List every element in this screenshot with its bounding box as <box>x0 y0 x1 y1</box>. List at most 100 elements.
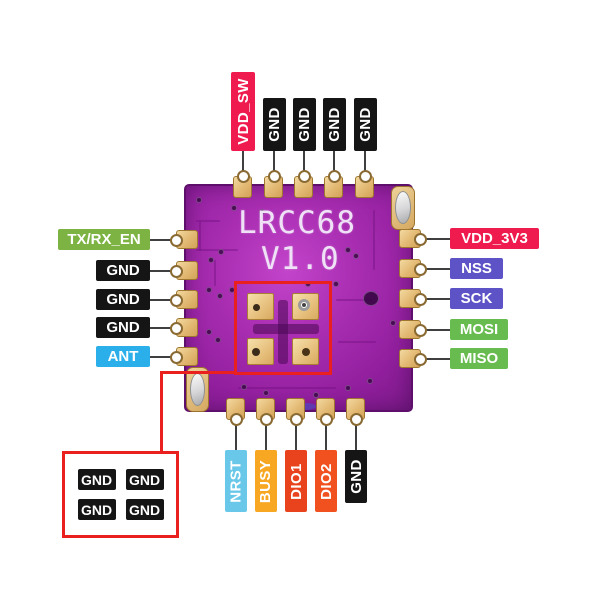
castellation-pad <box>226 398 245 426</box>
ground-pads-box: GND GND GND GND <box>62 451 179 538</box>
pin-wire <box>303 151 305 181</box>
pin-label-nss: NSS <box>450 258 503 279</box>
module-silkscreen-version: V1.0 <box>261 241 340 277</box>
via-dot <box>390 320 396 326</box>
castellation-pad <box>399 320 427 339</box>
pin-wire <box>273 151 275 181</box>
castellation-pad <box>294 170 313 198</box>
center-trace-cross <box>253 324 319 334</box>
castellation-pad <box>324 170 343 198</box>
pin-label-gnd: GND <box>345 450 367 503</box>
castellation-pad <box>170 318 198 337</box>
pad-hole <box>253 304 260 311</box>
pin-label-text: VDD_3V3 <box>461 230 528 247</box>
castellation-hole <box>298 170 311 183</box>
pin-wire <box>325 416 327 450</box>
pin-label-text: GND <box>106 319 140 336</box>
via-dot <box>345 247 351 253</box>
pin-label-sck: SCK <box>450 288 503 309</box>
castellation-hole <box>414 353 427 366</box>
pin-label-text: DIO2 <box>317 462 335 500</box>
pin-label-gnd: GND <box>262 98 286 151</box>
pin-label-mosi: MOSI <box>450 319 508 340</box>
pad-hole <box>252 348 260 356</box>
pin-label-text: VDD_SW <box>234 78 252 145</box>
castellation-hole <box>414 233 427 246</box>
pin-label-text: GND <box>356 107 374 142</box>
highlight-connector-line <box>160 371 237 374</box>
castellation-hole <box>237 170 250 183</box>
castellation-pad <box>170 230 198 249</box>
via-dot <box>333 281 339 287</box>
pin-wire <box>150 327 182 329</box>
castellation-pad <box>316 398 335 426</box>
trace-line <box>196 249 238 251</box>
via-dot <box>215 337 221 343</box>
pin-label-gnd: GND <box>353 98 377 151</box>
pad-hole <box>302 348 310 356</box>
solder-blob <box>395 191 411 224</box>
castellation-hole <box>414 293 427 306</box>
trace-line <box>373 210 375 270</box>
pin-wire <box>333 151 335 181</box>
solder-smudge <box>296 403 316 410</box>
trace-line <box>196 220 220 222</box>
castellation-hole <box>170 265 183 278</box>
trace-line <box>336 299 372 301</box>
pin-label-text: GND <box>106 291 140 308</box>
center-pad <box>247 338 274 365</box>
trace-line <box>338 341 376 343</box>
pin-label-gnd: GND <box>96 289 150 310</box>
pin-wire <box>265 416 267 450</box>
pin-label-text: ANT <box>107 348 139 365</box>
pin-label-text: NSS <box>461 260 492 277</box>
castellation-pad <box>399 229 427 248</box>
castellation-hole <box>350 413 363 426</box>
castellation-pad <box>170 261 198 280</box>
via-dot <box>259 209 265 215</box>
castellation-pad <box>286 398 305 426</box>
pin-label-text: GND <box>325 107 343 142</box>
castellation-pad <box>399 289 427 308</box>
pin-wire <box>355 416 357 450</box>
pin-label-text: MISO <box>459 350 499 367</box>
castellation-pad <box>170 347 198 366</box>
castellation-hole <box>328 170 341 183</box>
via-dot <box>241 384 247 390</box>
via-dot <box>231 205 237 211</box>
pin-label-vdd_3v3: VDD_3V3 <box>450 228 539 249</box>
pin-wire <box>415 298 450 300</box>
castellation-pad <box>346 398 365 426</box>
via-dot <box>196 197 202 203</box>
castellation-hole <box>230 413 243 426</box>
pin-label-text: GND <box>106 262 140 279</box>
solder-blob <box>190 373 205 406</box>
pin-label-gnd: GND <box>292 98 316 151</box>
via-dot <box>363 291 379 306</box>
pin-label-ant: ANT <box>96 346 150 367</box>
pin-wire <box>364 151 366 181</box>
pin-label-text: TX/RX_EN <box>67 231 141 248</box>
pin-label-miso: MISO <box>450 348 508 369</box>
castellation-pad <box>399 259 427 278</box>
castellation-pad <box>233 170 252 198</box>
center-pad <box>247 293 274 320</box>
pin-wire <box>150 270 182 272</box>
castellation-hole <box>170 351 183 364</box>
pin-wire <box>235 416 237 450</box>
highlight-connector-line <box>160 371 163 455</box>
via-dot <box>218 249 224 255</box>
via-dot <box>313 392 319 398</box>
castellation-hole <box>170 294 183 307</box>
pin-wire <box>150 299 182 301</box>
ground-pads-grid: GND GND GND GND <box>77 469 164 520</box>
ground-pad-label: GND <box>77 469 116 490</box>
pin-label-vdd_sw: VDD_SW <box>231 72 255 151</box>
pin-label-text: DIO1 <box>287 462 305 500</box>
pin-label-text: BUSY <box>257 459 275 503</box>
castellation-hole <box>320 413 333 426</box>
castellation-pad <box>264 170 283 198</box>
via-dot <box>367 378 373 384</box>
castellation-hole <box>268 170 281 183</box>
castellation-hole <box>290 413 303 426</box>
